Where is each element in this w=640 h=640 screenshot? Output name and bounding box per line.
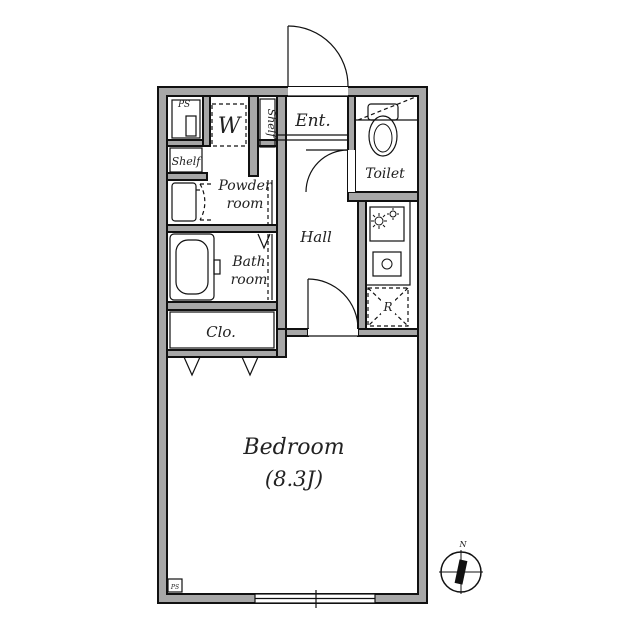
hall-label: Hall <box>299 228 332 246</box>
kitchen: R <box>365 200 411 327</box>
bedroom-size-label: (8.3J) <box>265 467 323 491</box>
entrance-door <box>287 25 349 97</box>
powder-room-label-2: room <box>227 196 264 212</box>
stove-burner-icon <box>387 208 399 220</box>
ps-shaft-top <box>171 99 201 139</box>
bathtub <box>169 233 221 301</box>
refrigerator-label: R <box>382 300 392 314</box>
ps-shaft-bottom <box>167 578 183 593</box>
toilet-door <box>305 149 355 193</box>
closet-box <box>169 311 275 349</box>
powder-sink <box>171 182 212 222</box>
ps-bottom-label: PS <box>170 584 179 591</box>
washer-label: W <box>218 114 243 139</box>
entrance-label: Ent. <box>294 111 331 131</box>
compass-north-label: N <box>459 540 468 549</box>
toilet-fixture <box>355 95 419 157</box>
toilet-label: Toilet <box>365 166 405 182</box>
bath-door <box>257 233 273 300</box>
refrigerator <box>367 287 409 327</box>
entrance-shelf <box>259 98 276 148</box>
bottom-window <box>254 590 376 608</box>
stove-burner-icon <box>371 213 387 229</box>
powder-door <box>267 180 273 225</box>
bath-room-label-2: room <box>231 272 268 288</box>
bedroom-door <box>307 278 359 337</box>
closet-doors <box>170 356 277 377</box>
washer-space <box>211 103 247 147</box>
shelf-entrance-label: Shelf <box>265 109 278 140</box>
shelf-left-label: Shelf <box>172 155 203 168</box>
bath-room-label-1: Bath <box>231 254 265 270</box>
ps-top-label: PS <box>177 100 190 110</box>
kitchen-sink <box>372 251 402 277</box>
powder-room-label-1: Powder <box>217 178 273 194</box>
closet-label: Clo. <box>206 323 236 341</box>
compass-icon: N <box>439 540 483 594</box>
left-shelf <box>169 147 203 173</box>
bedroom-label: Bedroom <box>242 435 344 460</box>
